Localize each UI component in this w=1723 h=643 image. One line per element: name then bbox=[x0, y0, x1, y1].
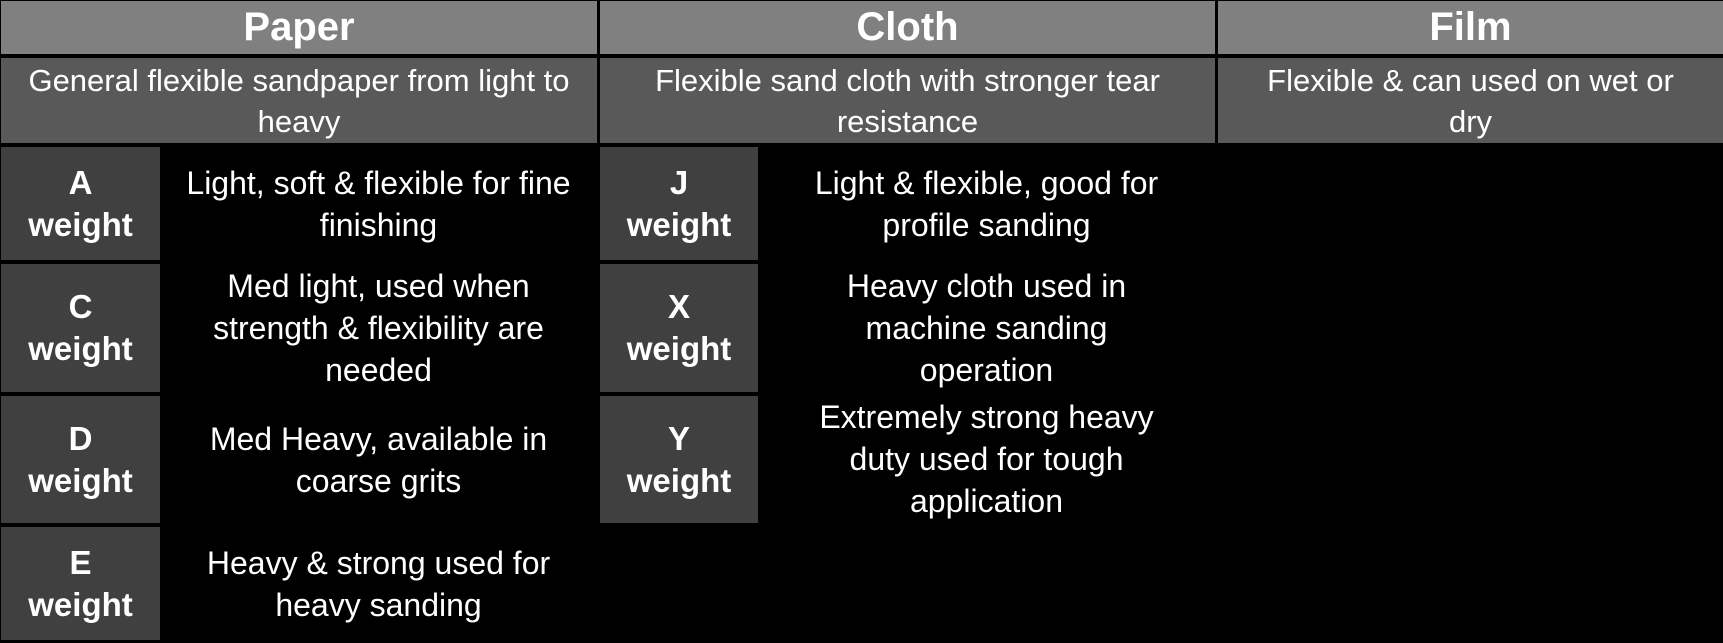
weight-label-j: J weight bbox=[600, 147, 758, 260]
column-title-paper: Paper bbox=[1, 1, 597, 54]
weight-unit: weight bbox=[626, 205, 732, 243]
column-subtitle-paper: General flexible sandpaper from light to… bbox=[1, 58, 597, 143]
weight-unit: weight bbox=[626, 461, 732, 499]
weight-code: X bbox=[667, 288, 690, 325]
weight-code: D bbox=[68, 419, 93, 457]
weight-desc-j: Light & flexible, good for profile sandi… bbox=[814, 164, 1159, 243]
column-subtitle-cloth: Flexible sand cloth with stronger tear r… bbox=[600, 58, 1215, 143]
weight-label-e: E weight bbox=[1, 527, 160, 640]
weight-desc-a: Light, soft & flexible for fine finishin… bbox=[186, 164, 571, 243]
weight-label-c: C weight bbox=[1, 264, 160, 392]
weight-label-d: D weight bbox=[1, 396, 160, 523]
weight-label-x: X weight bbox=[600, 264, 758, 392]
column-title-cloth: Cloth bbox=[600, 1, 1215, 54]
column-subtitle-film: Flexible & can used on wet or dry bbox=[1218, 58, 1723, 143]
weight-code: C bbox=[68, 288, 93, 325]
weight-code: A bbox=[68, 163, 93, 201]
weight-desc-d: Med Heavy, available in coarse grits bbox=[209, 420, 548, 499]
weight-desc-c: Med light, used when strength & flexibil… bbox=[213, 268, 544, 388]
weight-code: E bbox=[69, 543, 92, 581]
weight-desc-e: Heavy & strong used for heavy sanding bbox=[206, 544, 551, 623]
weight-desc-x: Heavy cloth used in machine sanding oper… bbox=[846, 268, 1127, 388]
weight-desc-y: Extremely strong heavy duty used for tou… bbox=[819, 399, 1154, 519]
weight-code: Y bbox=[667, 419, 690, 457]
column-title-film: Film bbox=[1218, 1, 1723, 54]
weight-unit: weight bbox=[28, 205, 133, 243]
weight-unit: weight bbox=[626, 330, 732, 367]
weight-label-a: A weight bbox=[1, 147, 160, 260]
weight-unit: weight bbox=[28, 330, 133, 367]
weight-label-y: Y weight bbox=[600, 396, 758, 523]
weight-code: J bbox=[669, 163, 689, 201]
weight-unit: weight bbox=[28, 461, 133, 499]
weight-unit: weight bbox=[28, 585, 133, 623]
